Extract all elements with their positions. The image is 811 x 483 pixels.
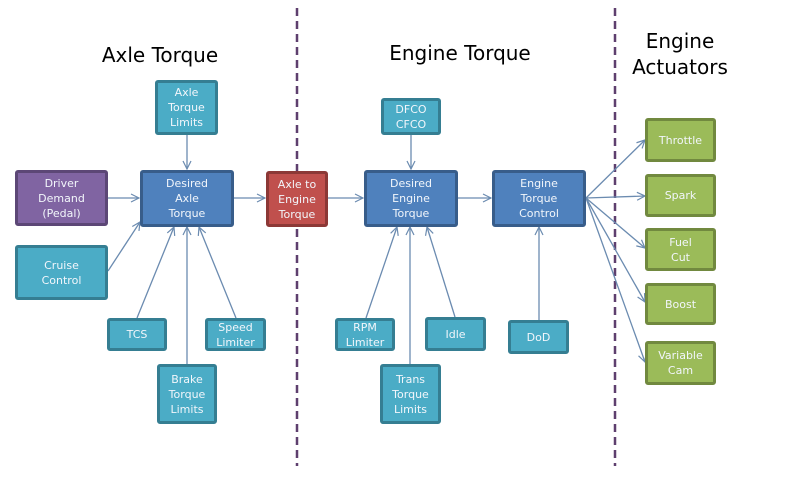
- arrow-control-to-boost: [585, 197, 645, 302]
- box-label: Throttle: [658, 133, 703, 147]
- arrow-speed-to-desired-axle: [199, 227, 237, 319]
- box-label: Idle: [445, 327, 466, 341]
- box-label: Trans Torque Limits: [392, 372, 429, 416]
- box-label: Driver Demand (Pedal): [38, 176, 85, 220]
- section-title-engine-actuators: Engine Actuators: [632, 29, 728, 79]
- arrow-control-to-fuel-cut: [585, 197, 645, 248]
- boost-box: Boost: [645, 283, 716, 325]
- box-label: TCS: [126, 328, 148, 341]
- axle-to-engine-torque-box: Axle to Engine Torque: [266, 171, 328, 227]
- throttle-box: Throttle: [645, 118, 716, 162]
- arrow-rpm-to-desired-engine: [365, 227, 397, 319]
- box-label: Cruise Control: [41, 258, 82, 287]
- engine-torque-control-box: Engine Torque Control: [492, 170, 586, 227]
- spark-box: Spark: [645, 174, 716, 217]
- box-label: Brake Torque Limits: [168, 372, 206, 416]
- arrow-tcs-to-desired-axle: [136, 227, 174, 319]
- speed-limiter-box: Speed Limiter: [205, 318, 266, 351]
- box-label: DFCO CFCO: [395, 102, 427, 131]
- box-label: Boost: [664, 297, 697, 311]
- box-label: Fuel Cut: [669, 235, 692, 264]
- arrow-control-to-spark: [585, 196, 645, 198]
- axle-torque-limits-box: Axle Torque Limits: [155, 80, 218, 135]
- arrow-control-to-variable-cam: [585, 197, 645, 362]
- box-label: Variable Cam: [658, 349, 703, 377]
- idle-box: Idle: [425, 317, 486, 351]
- box-label: Engine Torque Control: [519, 177, 559, 220]
- fuel-cut-box: Fuel Cut: [645, 228, 716, 271]
- box-label: Desired Axle Torque: [165, 177, 209, 220]
- box-label: DoD: [526, 330, 551, 344]
- box-label: RPM Limiter: [345, 320, 385, 349]
- trans-torque-limits-box: Trans Torque Limits: [380, 364, 441, 424]
- brake-torque-limits-box: Brake Torque Limits: [157, 364, 217, 424]
- desired-axle-torque-box: Desired Axle Torque: [140, 170, 234, 227]
- variable-cam-box: Variable Cam: [645, 341, 716, 385]
- dod-box: DoD: [508, 320, 569, 354]
- box-label: Speed Limiter: [216, 320, 255, 349]
- box-label: Desired Engine Torque: [389, 177, 433, 220]
- arrow-control-to-throttle: [585, 140, 645, 199]
- tcs-box: TCS: [107, 318, 167, 351]
- rpm-limiter-box: RPM Limiter: [335, 318, 395, 351]
- dfco-cfco-box: DFCO CFCO: [381, 98, 441, 135]
- arrow-idle-to-desired-engine: [427, 227, 456, 318]
- desired-engine-torque-box: Desired Engine Torque: [364, 170, 458, 227]
- cruise-control-box: Cruise Control: [15, 245, 108, 300]
- box-label: Axle Torque Limits: [168, 86, 205, 129]
- arrow-cruise-to-desired-axle: [107, 222, 140, 272]
- section-title-axle-torque: Axle Torque: [101, 43, 219, 67]
- section-title-engine-torque: Engine Torque: [389, 41, 531, 65]
- box-label: Spark: [664, 189, 697, 202]
- box-label: Axle to Engine Torque: [277, 177, 317, 221]
- driver-demand-box: Driver Demand (Pedal): [15, 170, 108, 226]
